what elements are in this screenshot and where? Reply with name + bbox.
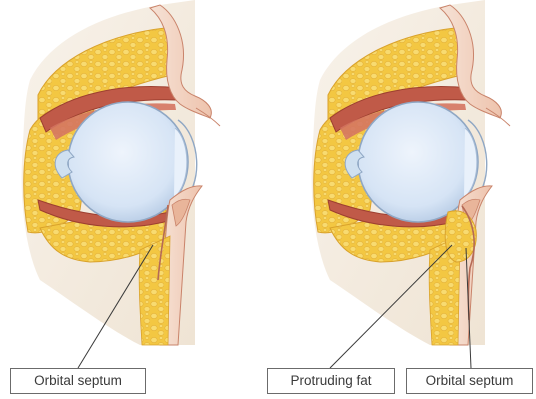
label-orbital-septum-right: Orbital septum	[406, 368, 533, 394]
left-orbit-illustration	[22, 0, 220, 345]
right-orbit-illustration	[312, 0, 510, 345]
label-orbital-septum-left: Orbital septum	[10, 368, 146, 394]
label-protruding-fat: Protruding fat	[267, 368, 395, 394]
